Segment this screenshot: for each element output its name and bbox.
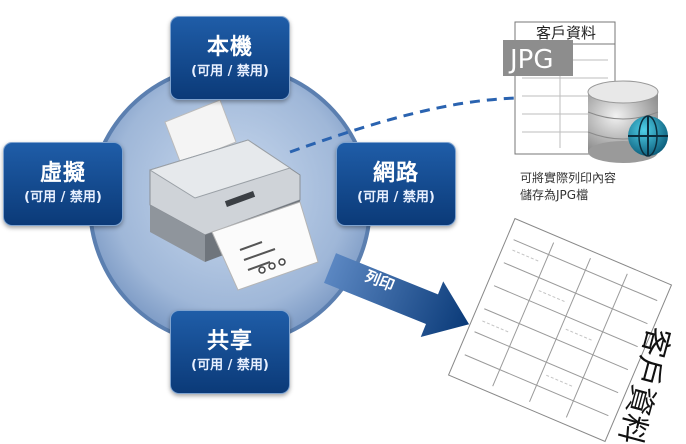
mode-local-status: (可用 / 禁用) xyxy=(191,64,269,79)
mode-network-status: (可用 / 禁用) xyxy=(357,190,435,205)
saved-document-title: 客戶資料 xyxy=(536,24,596,42)
mode-shared-box: 共享 (可用 / 禁用) xyxy=(170,310,290,394)
save-caption-line1: 可將實際列印內容 xyxy=(520,171,617,185)
save-caption: 可將實際列印內容 儲存為JPG檔 xyxy=(520,170,616,204)
jpg-badge: JPG xyxy=(508,45,554,75)
mode-virtual-title: 虛擬 xyxy=(39,161,86,186)
printer-icon xyxy=(148,99,319,291)
mode-local-box: 本機 (可用 / 禁用) xyxy=(170,16,290,100)
mode-network-box: 網路 (可用 / 禁用) xyxy=(336,142,456,226)
mode-shared-status: (可用 / 禁用) xyxy=(191,358,269,373)
saved-document xyxy=(503,21,616,155)
globe-icon xyxy=(628,115,668,157)
mode-local-title: 本機 xyxy=(206,35,253,60)
mode-virtual-status: (可用 / 禁用) xyxy=(24,190,102,205)
save-dashed-arrow xyxy=(289,96,519,154)
mode-virtual-box: 虛擬 (可用 / 禁用) xyxy=(3,142,123,226)
save-caption-line2: 儲存為JPG檔 xyxy=(520,188,589,202)
mode-network-title: 網路 xyxy=(372,161,419,186)
mode-shared-title: 共享 xyxy=(206,329,253,354)
printed-document xyxy=(447,217,673,443)
print-arrow xyxy=(324,253,470,338)
